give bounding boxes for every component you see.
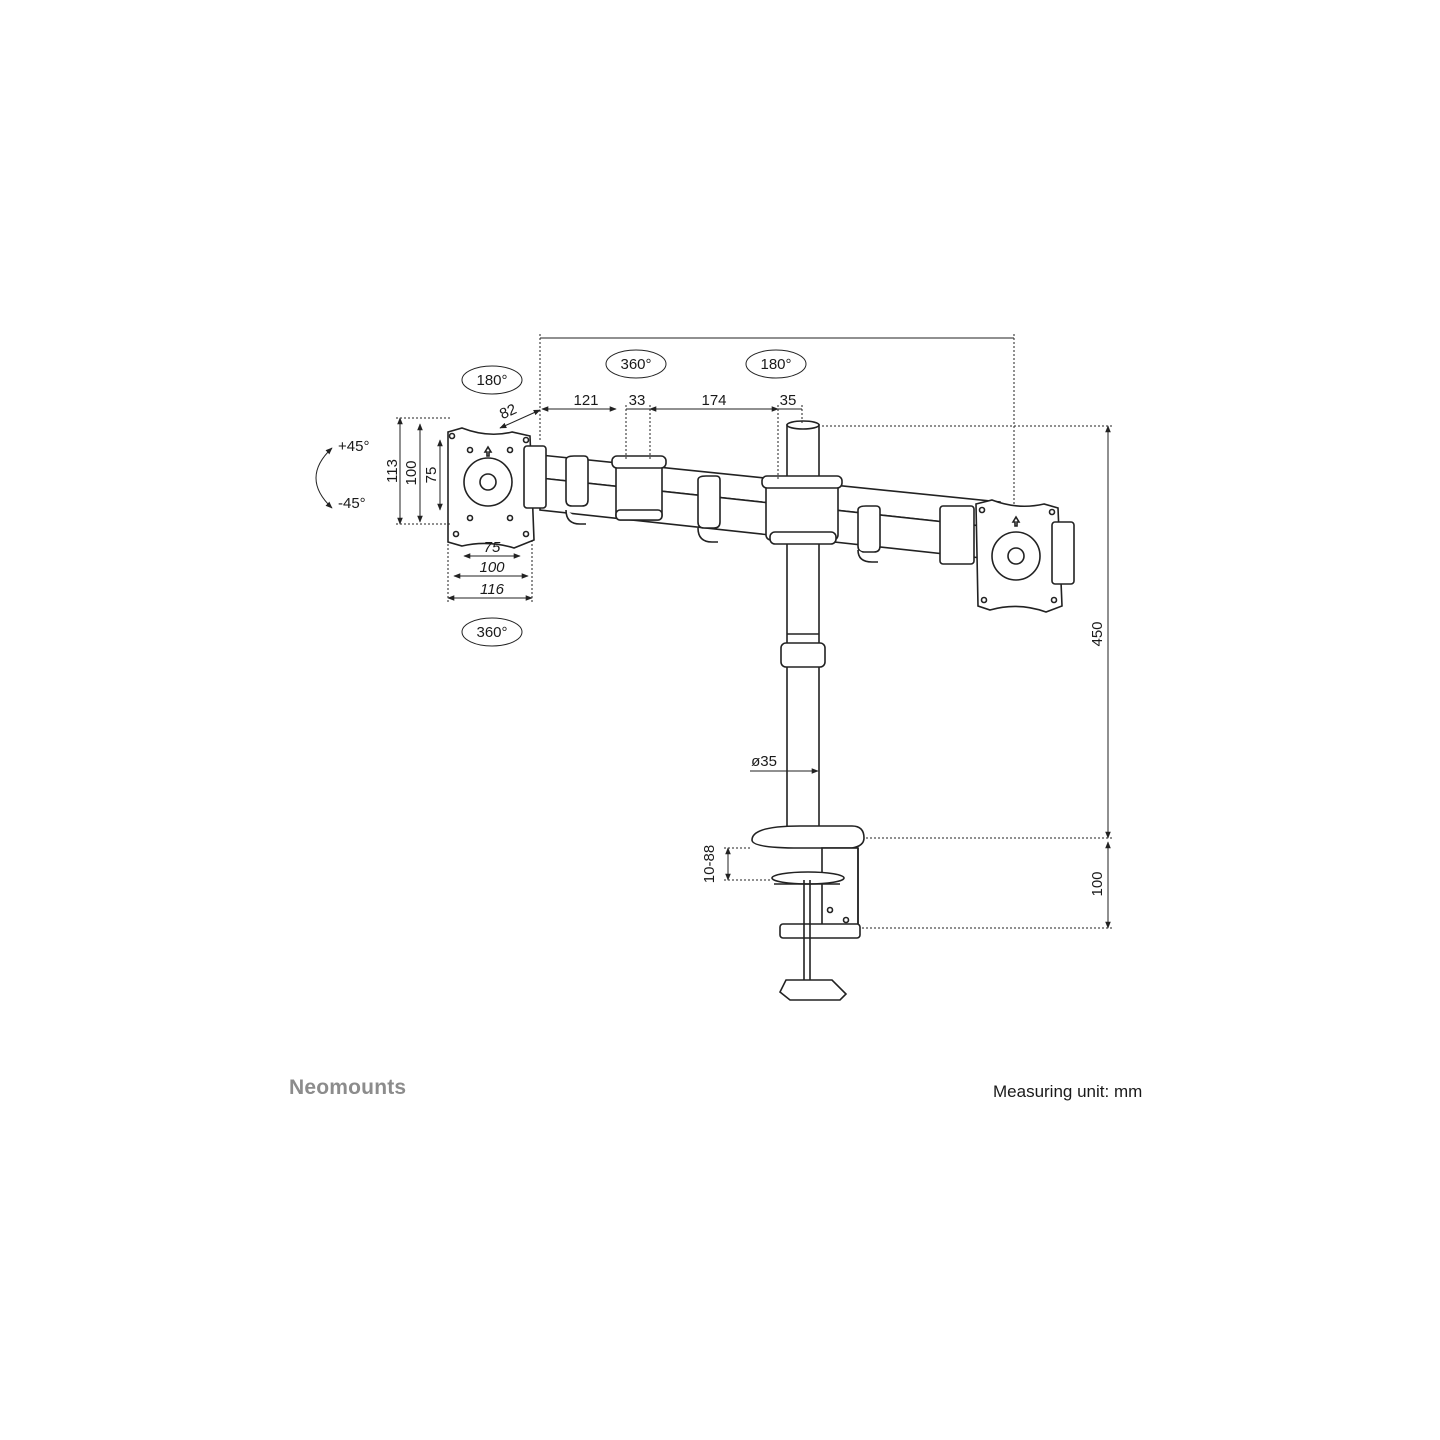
dim-segment-174: 174 — [701, 392, 726, 409]
horizontal-arm — [539, 454, 1001, 563]
dim-plate-width-100: 100 — [479, 559, 505, 576]
dim-plate-height-100: 100 — [403, 460, 420, 485]
rotation-badges — [461, 349, 807, 647]
brand-logo: Neomounts — [289, 1076, 407, 1099]
left-vesa-plate — [447, 427, 547, 549]
right-vesa-plate — [939, 499, 1075, 613]
dim-plate-height-113: 113 — [384, 459, 401, 483]
dim-pole-diameter: ø35 — [751, 753, 777, 770]
dim-clamp-range: 10-88 — [701, 845, 718, 883]
dim-segment-33: 33 — [629, 392, 646, 409]
dim-plate-width-75: 75 — [484, 539, 501, 556]
dim-segment-35: 35 — [780, 392, 797, 409]
rotation-label-left-bottom: 360° — [476, 624, 507, 641]
tilt-down-label: -45° — [338, 495, 366, 512]
measuring-unit-note: Measuring unit: mm — [993, 1082, 1143, 1101]
rotation-label-arm-joint: 360° — [620, 356, 651, 373]
dimension-lines — [315, 334, 1112, 929]
desk-clamp — [751, 825, 865, 1001]
rotation-label-pole-joint: 180° — [760, 356, 791, 373]
dim-segment-121: 121 — [573, 392, 598, 409]
dim-pole-height: 450 — [1089, 621, 1106, 646]
tilt-up-label: +45° — [338, 438, 369, 455]
dim-plate-height-75: 75 — [423, 467, 440, 484]
dim-clamp-height: 100 — [1089, 871, 1106, 896]
rotation-label-left-top: 180° — [476, 372, 507, 389]
dim-arm-offset: 82 — [497, 401, 519, 423]
dim-plate-width-116: 116 — [480, 581, 505, 598]
